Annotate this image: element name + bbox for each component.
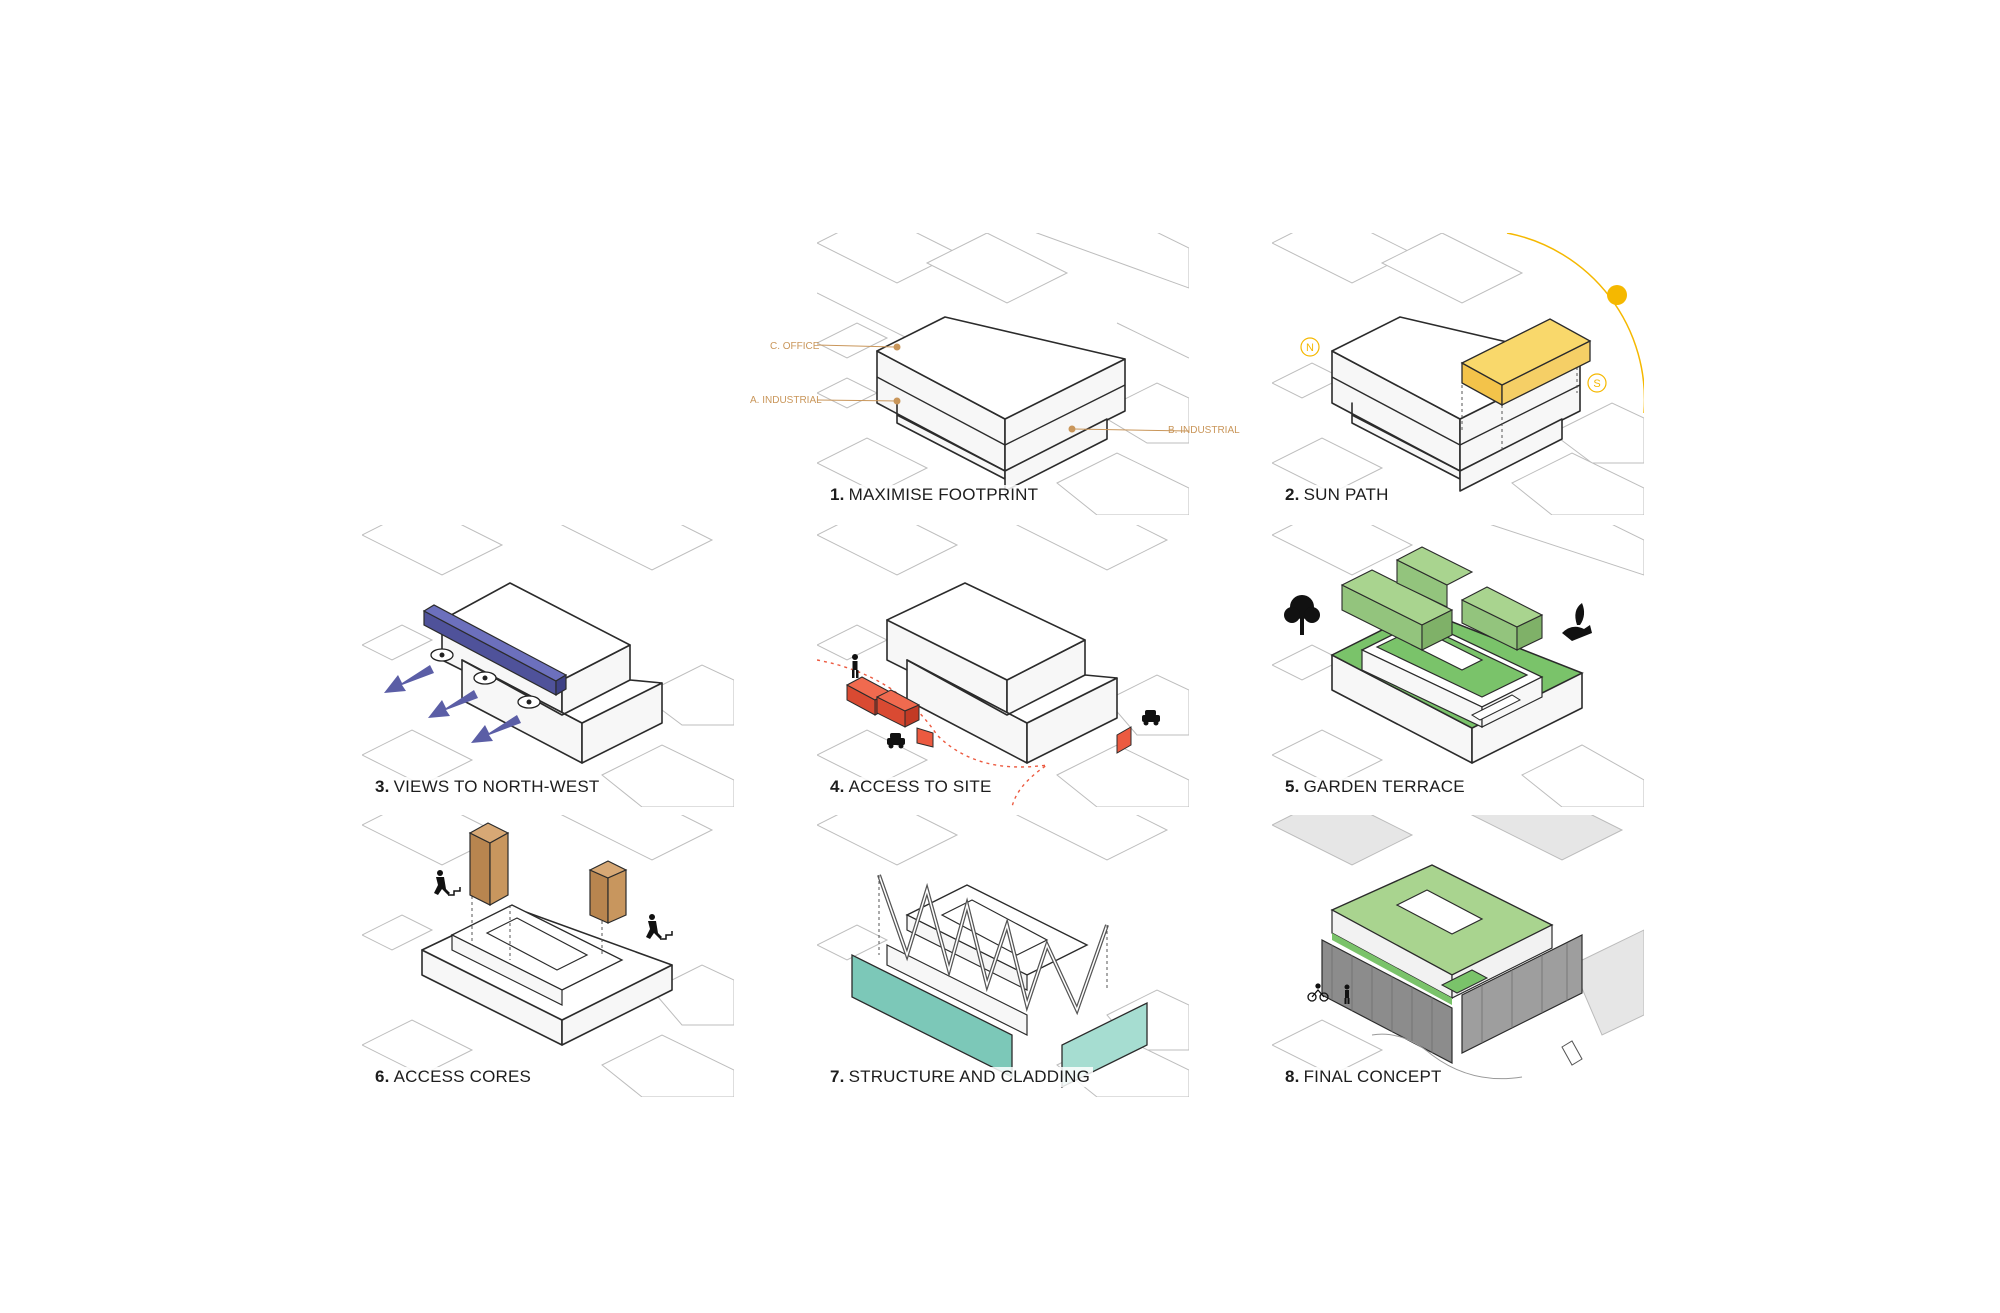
north-marker-icon: N bbox=[1300, 337, 1320, 357]
arrow-icon bbox=[384, 665, 521, 743]
panel-caption: 7.STRUCTURE AND CLADDING bbox=[827, 1067, 1094, 1087]
panel-8-illustration bbox=[1272, 815, 1644, 1097]
panel-caption: 3.VIEWS TO NORTH-WEST bbox=[372, 777, 603, 797]
panel-2-illustration: N S bbox=[1272, 233, 1644, 515]
pedestrian-icon bbox=[1344, 984, 1350, 1004]
south-marker-icon: S bbox=[1587, 373, 1607, 393]
panel-1-illustration bbox=[817, 233, 1189, 515]
panel-caption: 4.ACCESS TO SITE bbox=[827, 777, 995, 797]
panel-caption: 2.SUN PATH bbox=[1282, 485, 1392, 505]
car-icon bbox=[887, 710, 1160, 749]
panel-caption: 6.ACCESS CORES bbox=[372, 1067, 535, 1087]
panel-access-cores: 6.ACCESS CORES bbox=[362, 815, 734, 1097]
panel-views-north-west: 3.VIEWS TO NORTH-WEST bbox=[362, 525, 734, 807]
label-b-industrial: B. INDUSTRIAL bbox=[1168, 425, 1240, 436]
stairs-person-icon bbox=[434, 870, 673, 940]
panel-4-illustration bbox=[817, 525, 1189, 807]
panel-5-illustration bbox=[1272, 525, 1644, 807]
eye-icon bbox=[430, 648, 541, 709]
panel-final-concept: 8.FINAL CONCEPT bbox=[1272, 815, 1644, 1097]
panel-sun-path: N S 2.SUN PATH bbox=[1272, 233, 1644, 515]
label-a-industrial: A. INDUSTRIAL bbox=[750, 395, 822, 406]
pedestrian-icon bbox=[852, 654, 859, 678]
svg-text:S: S bbox=[1593, 378, 1600, 390]
hand-plant-icon bbox=[1562, 603, 1592, 641]
label-c-office: C. OFFICE bbox=[770, 341, 820, 352]
panel-garden-terrace: 5.GARDEN TERRACE bbox=[1272, 525, 1644, 807]
panel-maximise-footprint: 1.MAXIMISE FOOTPRINT bbox=[817, 233, 1189, 515]
panel-structure-cladding: 7.STRUCTURE AND CLADDING bbox=[817, 815, 1189, 1097]
tree-icon bbox=[1284, 595, 1320, 635]
cyclist-icon bbox=[1307, 983, 1329, 1002]
panel-7-illustration bbox=[817, 815, 1189, 1097]
panel-6-illustration bbox=[362, 815, 734, 1097]
panel-3-illustration bbox=[362, 525, 734, 807]
sun-icon bbox=[1607, 285, 1627, 305]
panel-caption: 1.MAXIMISE FOOTPRINT bbox=[827, 485, 1042, 505]
panel-access-to-site: 4.ACCESS TO SITE bbox=[817, 525, 1189, 807]
panel-caption: 8.FINAL CONCEPT bbox=[1282, 1067, 1445, 1087]
panel-caption: 5.GARDEN TERRACE bbox=[1282, 777, 1468, 797]
svg-text:N: N bbox=[1306, 342, 1314, 354]
